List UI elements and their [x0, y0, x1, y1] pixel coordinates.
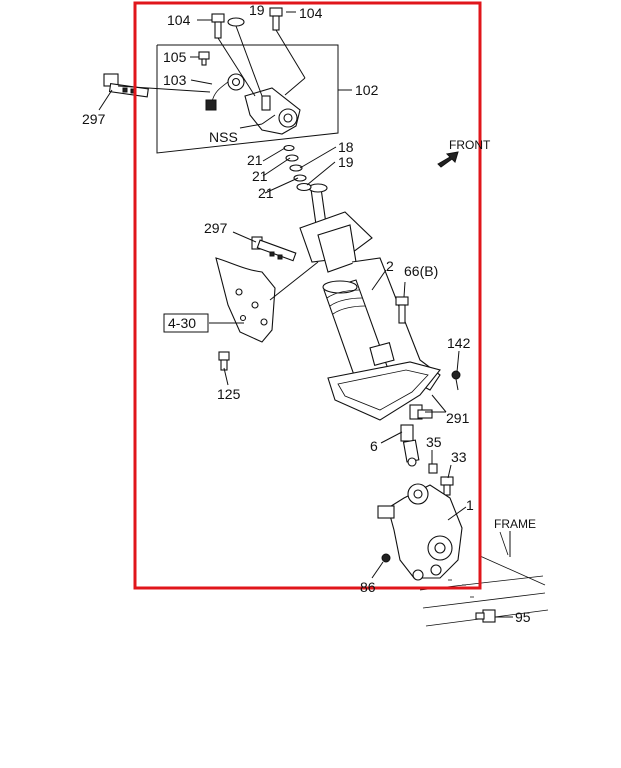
subassembly-102-box	[156, 44, 352, 154]
label-291: 291	[446, 410, 470, 426]
label-18: 18	[338, 139, 354, 155]
label-142: 142	[447, 335, 471, 351]
steering-column-2	[299, 183, 441, 421]
label-86: 86	[360, 579, 376, 595]
clip-291	[409, 404, 433, 420]
label-4-30-box	[163, 313, 209, 333]
label-21-a: 21	[247, 152, 263, 168]
bracket-4-30	[215, 257, 276, 343]
label-19-lower: 19	[338, 154, 354, 170]
label-6: 6	[370, 438, 378, 454]
screw-105	[198, 51, 210, 66]
nut-86	[381, 553, 391, 563]
label-66b: 66(B)	[404, 263, 438, 279]
part-labels: 104 19 104 105 103 102 297 NSS 18 19 21 …	[82, 2, 536, 625]
label-297-upper: 297	[82, 111, 106, 127]
highlight-box	[133, 1, 482, 590]
label-35: 35	[426, 434, 442, 450]
label-21-c: 21	[258, 185, 274, 201]
label-21-b: 21	[252, 168, 268, 184]
label-front: FRONT	[449, 138, 491, 152]
bolt-104-left	[211, 13, 225, 39]
label-102: 102	[355, 82, 379, 98]
label-1: 1	[466, 497, 474, 513]
harness-clip-297-upper	[103, 73, 149, 98]
label-frame: FRAME	[494, 517, 536, 531]
label-105: 105	[163, 49, 187, 65]
universal-joint-6	[400, 424, 420, 467]
bolt-33	[440, 476, 454, 496]
bolt-66b	[395, 296, 409, 324]
bolt-142	[451, 370, 461, 391]
bolt-125	[218, 351, 230, 371]
bolt-95	[475, 609, 496, 623]
o-ring-19-upper	[227, 17, 245, 27]
label-2: 2	[386, 258, 394, 274]
label-297-middle: 297	[204, 220, 228, 236]
label-19-upper: 19	[249, 2, 265, 18]
nut-35	[428, 463, 438, 474]
front-arrow-icon	[437, 151, 459, 168]
label-125: 125	[217, 386, 241, 402]
label-4-30: 4-30	[168, 315, 196, 331]
label-104-left: 104	[167, 12, 191, 28]
label-103: 103	[163, 72, 187, 88]
label-33: 33	[451, 449, 467, 465]
washer-stack	[283, 144, 312, 192]
label-95: 95	[515, 609, 531, 625]
bolt-104-right	[269, 7, 283, 31]
label-nss: NSS	[209, 129, 238, 145]
leader-lines	[98, 11, 513, 618]
harness-clip-297-middle	[251, 236, 297, 262]
label-104-right: 104	[299, 5, 323, 21]
steering-gear-1	[377, 483, 463, 581]
switch-assembly-nss	[205, 73, 301, 135]
